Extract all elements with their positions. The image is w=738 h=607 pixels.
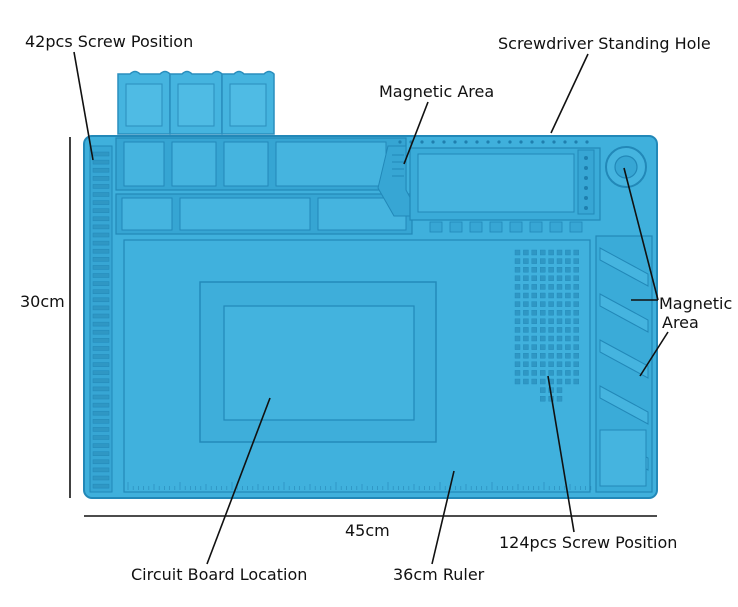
label-magnetic-area-right-2: Area: [662, 313, 699, 332]
label-42pcs-screw-position: 42pcs Screw Position: [25, 32, 194, 51]
screw-grid-124: [514, 249, 579, 402]
small-slots-row: [429, 221, 583, 233]
top-pockets: [117, 70, 275, 135]
label-magnetic-area-right-1: Magnetic: [659, 294, 733, 313]
circuit-board-inner: [223, 305, 415, 421]
pointer-lines: [73, 51, 669, 565]
label-screwdriver-standing-hole: Screwdriver Standing Hole: [498, 34, 711, 53]
label-magnetic-area-top: Magnetic Area: [379, 82, 495, 101]
bottom-ruler-ticks: [127, 482, 592, 490]
screwdriver-holes: [398, 140, 589, 210]
height-dimension-label: 30cm: [20, 292, 65, 311]
left-screw-slots: [92, 151, 110, 489]
left-screw-strip: [89, 145, 113, 493]
right-magnetic-slots: [599, 247, 649, 487]
label-124pcs-screw-position: 124pcs Screw Position: [499, 533, 678, 552]
label-circuit-board-location: Circuit Board Location: [131, 565, 308, 584]
width-dimension-label: 45cm: [345, 521, 390, 540]
label-36cm-ruler: 36cm Ruler: [393, 565, 485, 584]
